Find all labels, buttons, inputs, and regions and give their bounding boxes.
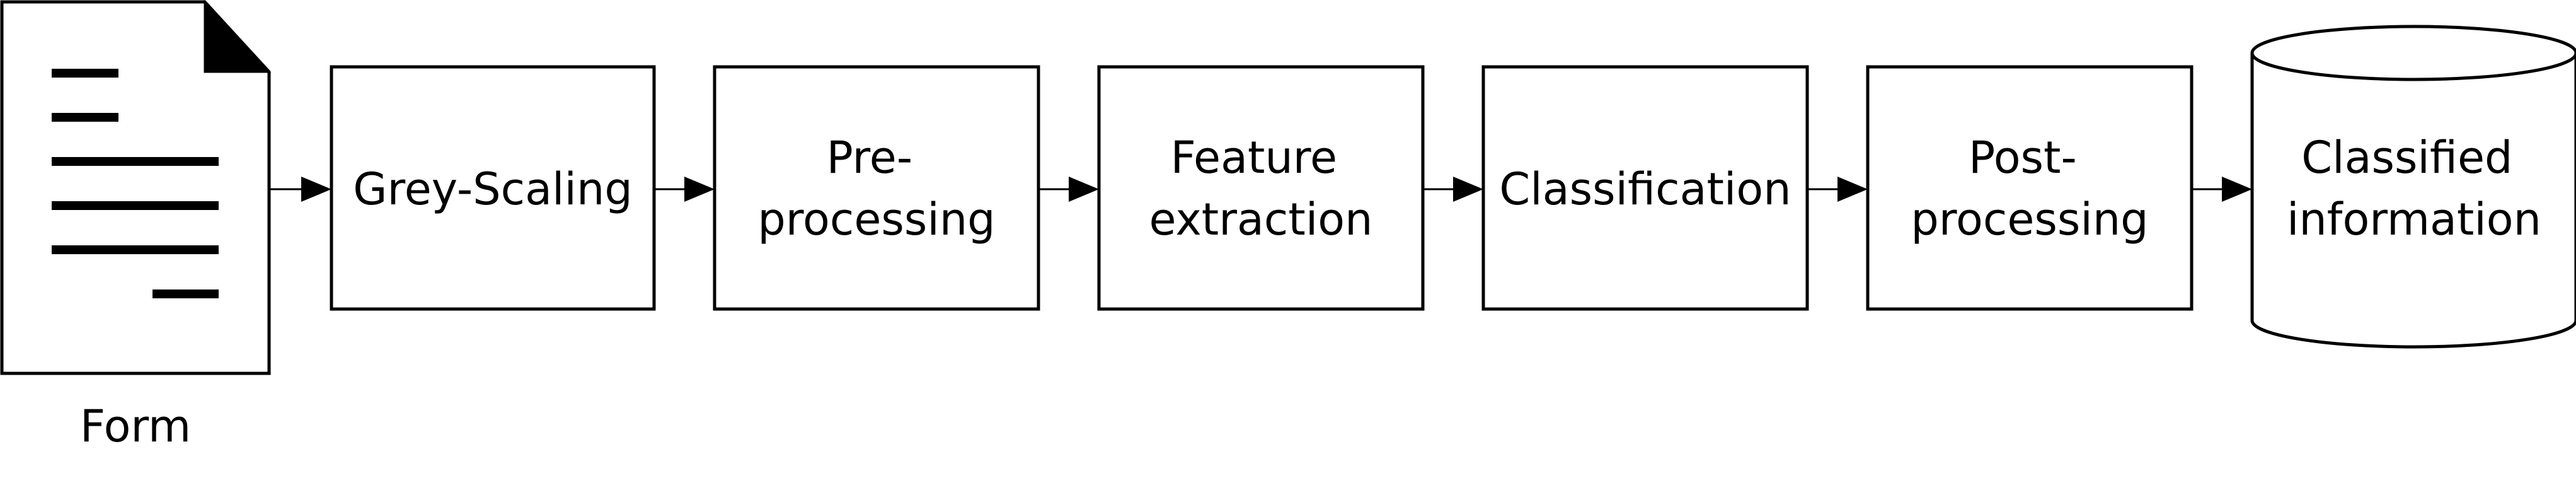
classified-information-database-icon: Classified information — [2250, 25, 2576, 349]
step-feature-extraction: Feature extraction — [1097, 65, 1425, 311]
flow-arrows — [269, 177, 2252, 202]
step-feature-extraction-label-line-2: extraction — [1149, 194, 1373, 245]
arrowhead-icon — [2222, 177, 2252, 202]
step-pre-processing-label-line-2: processing — [757, 194, 995, 245]
arrowhead-icon — [684, 177, 715, 202]
svg-text:Pre- processing: Pre- processing — [757, 132, 995, 245]
svg-text:Feature extraction: Feature extraction — [1149, 132, 1373, 245]
step-post-processing-label-line-1: Post- — [1969, 132, 2077, 184]
form-document-icon — [0, 0, 272, 375]
step-grey-scaling-label: Grey-Scaling — [353, 163, 633, 215]
arrow-feature-extraction-to-classification — [1423, 177, 1483, 202]
svg-text:Classified information: Classified information — [2287, 132, 2541, 245]
arrowhead-icon — [1069, 177, 1099, 202]
step-feature-extraction-label-line-1: Feature — [1171, 132, 1338, 184]
arrow-pre-processing-to-feature-extraction — [1038, 177, 1099, 202]
arrowhead-icon — [1837, 177, 1868, 202]
svg-text:Post- processing: Post- processing — [1911, 132, 2148, 245]
arrow-form-to-grey-scaling — [269, 177, 331, 202]
svg-text:Classification: Classification — [1499, 163, 1791, 215]
form-label: Form — [80, 400, 191, 452]
step-classification: Classification — [1481, 65, 1809, 311]
step-pre-processing: Pre- processing — [713, 65, 1040, 311]
output-label-line-1: Classified — [2301, 132, 2512, 184]
step-grey-scaling: Grey-Scaling — [330, 65, 656, 311]
step-pre-processing-label-line-1: Pre- — [827, 132, 913, 184]
arrow-grey-scaling-to-pre-processing — [654, 177, 715, 202]
arrowhead-icon — [301, 177, 331, 202]
svg-text:Grey-Scaling: Grey-Scaling — [353, 163, 633, 215]
output-label-line-2: information — [2287, 194, 2541, 245]
folded-corner-icon — [204, 0, 272, 73]
step-post-processing-label-line-2: processing — [1911, 194, 2148, 245]
arrowhead-icon — [1453, 177, 1483, 202]
arrow-post-processing-to-classified-information — [2192, 177, 2252, 202]
step-classification-label: Classification — [1499, 163, 1791, 215]
arrow-classification-to-post-processing — [1807, 177, 1868, 202]
step-post-processing: Post- processing — [1866, 65, 2194, 311]
